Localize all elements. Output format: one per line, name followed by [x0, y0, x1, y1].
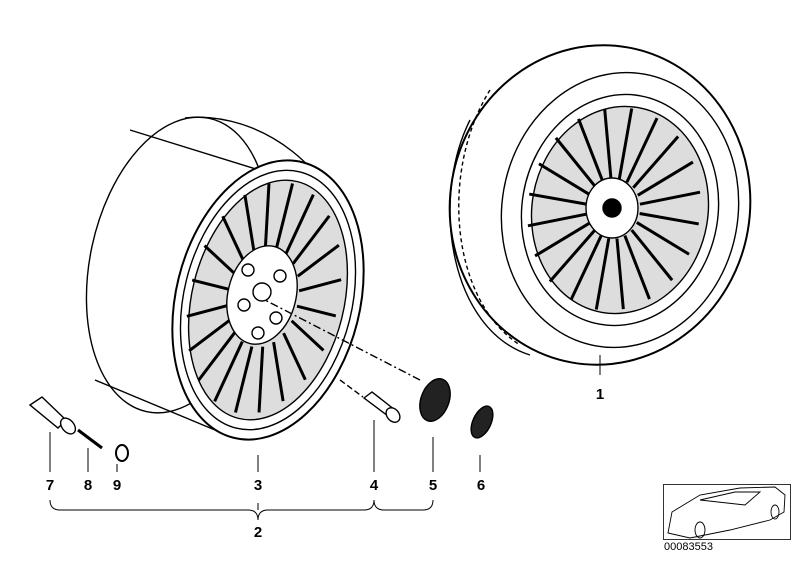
spoke	[191, 278, 232, 292]
spoke	[298, 278, 342, 293]
callout-4[interactable]: 4	[369, 477, 379, 494]
spoke	[188, 318, 232, 353]
spoke	[594, 238, 611, 310]
spoke	[272, 341, 285, 402]
spoke	[639, 190, 701, 206]
spoke	[221, 215, 246, 264]
callout-5[interactable]: 5	[428, 477, 438, 494]
hub-cap	[264, 299, 451, 422]
valve-parts	[28, 396, 129, 462]
spoke	[296, 304, 337, 318]
vehicle-thumbnail	[667, 486, 786, 539]
complete-wheel-illustration	[448, 44, 752, 366]
spoke	[623, 235, 651, 300]
spoke	[569, 235, 603, 301]
spoke	[632, 135, 680, 189]
spoke	[296, 243, 340, 278]
spoke	[284, 194, 315, 256]
callout-8[interactable]: 8	[83, 477, 93, 494]
spoke	[529, 192, 589, 206]
spoke	[534, 221, 591, 258]
leader-lines	[49, 355, 601, 521]
spoke	[538, 162, 593, 197]
callout-1[interactable]: 1	[595, 386, 605, 403]
spoke	[263, 183, 271, 250]
spoke	[603, 108, 613, 180]
spoke	[257, 346, 265, 413]
spoke	[527, 212, 589, 228]
spoke	[274, 183, 295, 250]
spoke	[203, 244, 238, 277]
spoke	[625, 117, 659, 183]
spoke	[197, 331, 237, 382]
spoke	[282, 332, 307, 381]
callout-6[interactable]: 6	[476, 477, 486, 494]
spoke	[186, 303, 230, 318]
spoke	[615, 238, 625, 310]
spoke	[213, 340, 244, 402]
reference-number: 00083553	[664, 541, 713, 553]
wheel-bolt	[339, 379, 401, 423]
callout-9[interactable]: 9	[112, 477, 122, 494]
spoke	[637, 160, 694, 197]
spoke	[639, 212, 699, 226]
emblem	[470, 405, 494, 439]
spoke	[548, 229, 596, 283]
spoke	[635, 221, 690, 256]
spoke	[617, 108, 634, 180]
callout-2[interactable]: 2	[253, 524, 263, 541]
vehicle-thumbnail-frame	[663, 484, 791, 540]
rim-illustration	[85, 116, 365, 441]
spoke	[243, 194, 256, 255]
spoke	[291, 214, 331, 265]
spoke	[577, 118, 605, 183]
spoke	[290, 319, 325, 352]
spoke	[554, 136, 598, 189]
callout-3[interactable]: 3	[253, 477, 263, 494]
callout-7[interactable]: 7	[45, 477, 55, 494]
spoke	[233, 346, 254, 413]
spoke	[630, 229, 674, 282]
